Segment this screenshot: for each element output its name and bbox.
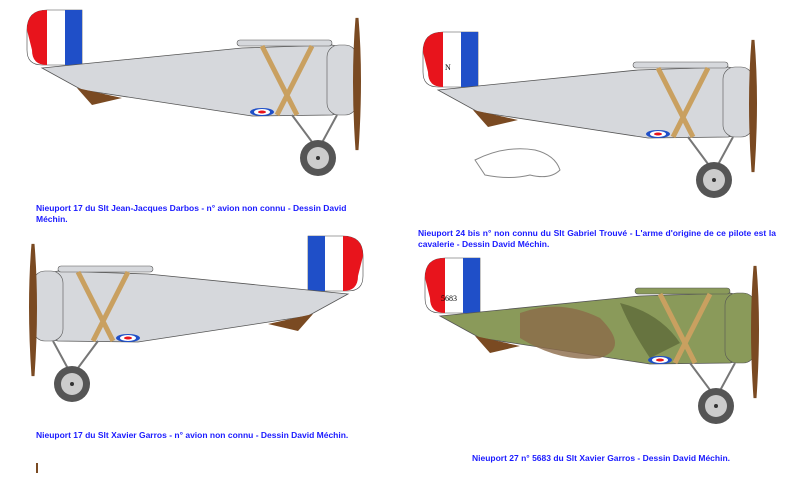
- nieuport-27-garros-illustration: [424, 257, 759, 424]
- prop-fragment: [36, 463, 38, 473]
- propeller: [29, 243, 37, 377]
- engine-cowling: [722, 66, 754, 138]
- tail-number: 5683: [441, 294, 457, 303]
- caption-plane-4: Nieuport 27 n° 5683 du Slt Xavier Garros…: [472, 453, 731, 463]
- tail-rudder: [26, 9, 83, 66]
- cabane-struts: [655, 66, 711, 139]
- caption-plane-2: Nieuport 24 bis n° non connu du Slt Gabr…: [418, 228, 776, 249]
- roundel: [116, 334, 140, 342]
- cabane-struts: [657, 292, 713, 365]
- propeller: [749, 39, 757, 173]
- nieuport-24bis-trouve-illustration: [422, 31, 757, 198]
- roundel: [646, 130, 670, 138]
- upper-wing: [634, 287, 731, 295]
- caption-plane-3: Nieuport 17 du Slt Xavier Garros - n° av…: [36, 430, 349, 440]
- engine-cowling: [326, 44, 358, 116]
- horse-head-sketch: [474, 148, 561, 178]
- wheel: [54, 366, 90, 402]
- upper-wing: [632, 61, 729, 69]
- tailplane: [475, 336, 520, 353]
- upper-wing: [236, 39, 333, 47]
- engine-cowling: [32, 270, 64, 342]
- propeller: [751, 265, 759, 399]
- roundel: [648, 356, 672, 364]
- wheel: [696, 162, 732, 198]
- propeller: [353, 17, 361, 151]
- cabane-struts: [259, 44, 315, 117]
- upper-wing: [57, 265, 154, 273]
- cabane-struts: [75, 270, 131, 343]
- tailplane: [268, 314, 313, 331]
- wheel: [300, 140, 336, 176]
- tailplane: [77, 88, 122, 105]
- roundel: [250, 108, 274, 116]
- tailplane: [473, 110, 518, 127]
- tail-rudder: [424, 257, 481, 314]
- caption-plane-1: Nieuport 17 du Slt Jean-Jacques Darbos -…: [36, 203, 347, 224]
- tail-rudder: [422, 31, 479, 88]
- wheel: [698, 388, 734, 424]
- nieuport-17-darbos-illustration: [26, 9, 361, 176]
- engine-cowling: [724, 292, 756, 364]
- tail-letter: N: [445, 63, 451, 72]
- nieuport-17-garros-illustration: [29, 235, 364, 402]
- tail-rudder: [307, 235, 364, 292]
